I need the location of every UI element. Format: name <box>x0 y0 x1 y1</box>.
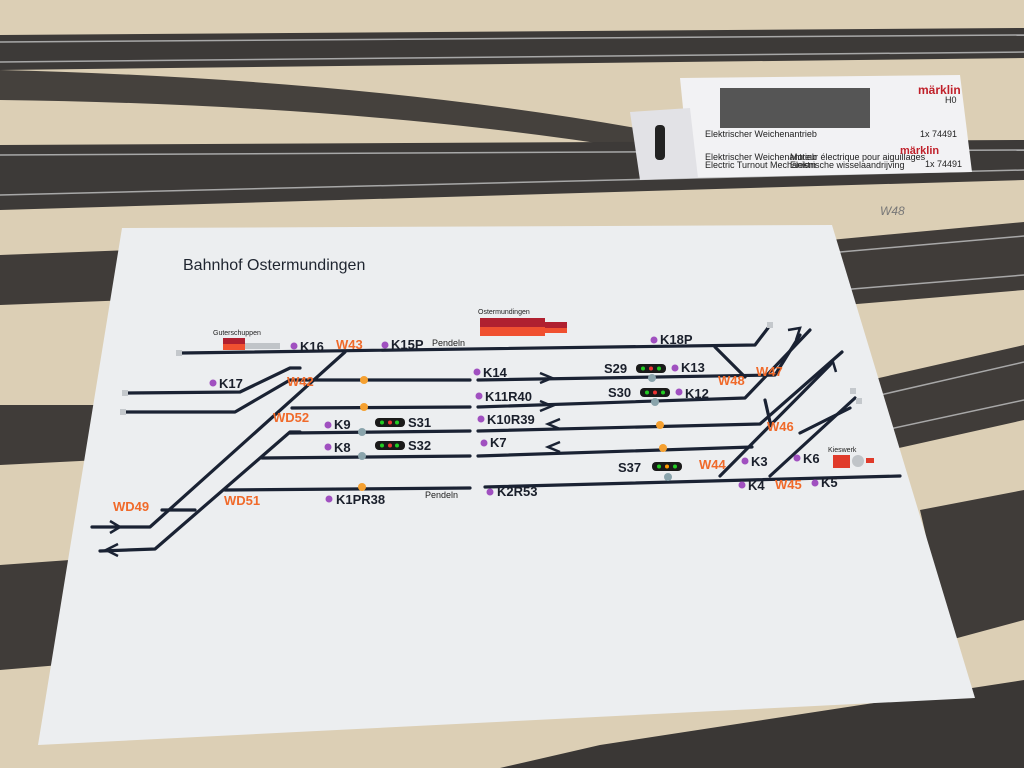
contact-label: K5 <box>821 475 838 490</box>
article-number: 1x 74491 <box>920 129 957 139</box>
goods-shed-label: Guterschuppen <box>213 330 261 337</box>
scale-label: H0 <box>945 95 957 105</box>
contact-label: K1PR38 <box>336 492 385 507</box>
contact-label: K14 <box>483 365 508 380</box>
contact-label: K17 <box>219 376 243 391</box>
isolation-points <box>358 374 672 491</box>
switch-label: W47 <box>756 364 783 379</box>
contact-label: K11R40 <box>485 389 532 404</box>
contact-label: K4 <box>748 478 765 493</box>
signal-S30 <box>640 388 670 397</box>
contact-label: K6 <box>803 451 820 466</box>
contact-label: K10R39 <box>487 412 535 427</box>
buildings: Guterschuppen Ostermundingen Kieswerk <box>213 309 874 468</box>
box-desc: Elektrischer Weichenantrieb <box>705 152 817 162</box>
switch-label: W44 <box>699 457 727 472</box>
switch-label: WD51 <box>224 493 260 508</box>
contact-label: K15P <box>391 337 424 352</box>
box-desc: Elektrischer Weichenantrieb <box>705 129 817 139</box>
box-desc: Moteur électrique pour aiguillages <box>790 152 926 162</box>
contact-label: K12 <box>685 386 709 401</box>
contact-label: K16 <box>300 339 324 354</box>
contact-label: K3 <box>751 454 768 469</box>
switch-label: W43 <box>336 337 363 352</box>
signal-S29 <box>636 364 666 373</box>
switch-label: WD52 <box>273 410 309 425</box>
signal-S32 <box>375 441 405 450</box>
pencil-note: W48 <box>880 204 905 218</box>
shuttle-label: Pendeln <box>425 490 458 500</box>
switch-label: W48 <box>718 373 745 388</box>
signal-S37 <box>652 462 682 471</box>
switch-label: W46 <box>767 419 794 434</box>
brand-logo: märklin <box>918 83 961 97</box>
switch-label: W45 <box>775 477 802 492</box>
direction-arrows <box>103 326 838 558</box>
signal-label: S37 <box>618 460 641 475</box>
model-tracks <box>0 28 1024 768</box>
box-desc: Electric Turnout Mechanism <box>705 160 816 170</box>
contact-label: K7 <box>490 435 507 450</box>
gravel-works-label: Kieswerk <box>828 447 857 454</box>
switch-label: W42 <box>287 374 314 389</box>
diagram-title: Bahnhof Ostermundingen <box>183 257 365 274</box>
signal-S31 <box>375 418 405 427</box>
marklin-box: märklin H0 1x 74491 Elektrischer Weichen… <box>630 75 972 180</box>
contact-label: K2R53 <box>497 484 537 499</box>
contact-label: K8 <box>334 440 351 455</box>
contact-label: K9 <box>334 417 351 432</box>
contact-label: K13 <box>681 360 705 375</box>
track-lines <box>90 326 902 553</box>
box-desc: Elektrische wisselaandrijving <box>790 160 905 170</box>
signal-label: S30 <box>608 385 631 400</box>
shuttle-label: Pendeln <box>432 338 465 348</box>
station-label: Ostermundingen <box>478 309 530 316</box>
signal-label: S32 <box>408 438 431 453</box>
contact-label: K18P <box>660 332 693 347</box>
end-buffers <box>120 322 862 415</box>
contact-dots <box>209 336 819 503</box>
switch-label: WD49 <box>113 499 149 514</box>
signal-label: S29 <box>604 361 627 376</box>
brand-logo: märklin <box>900 145 939 157</box>
article-number: 1x 74491 <box>925 159 962 169</box>
signal-label: S31 <box>408 415 431 430</box>
